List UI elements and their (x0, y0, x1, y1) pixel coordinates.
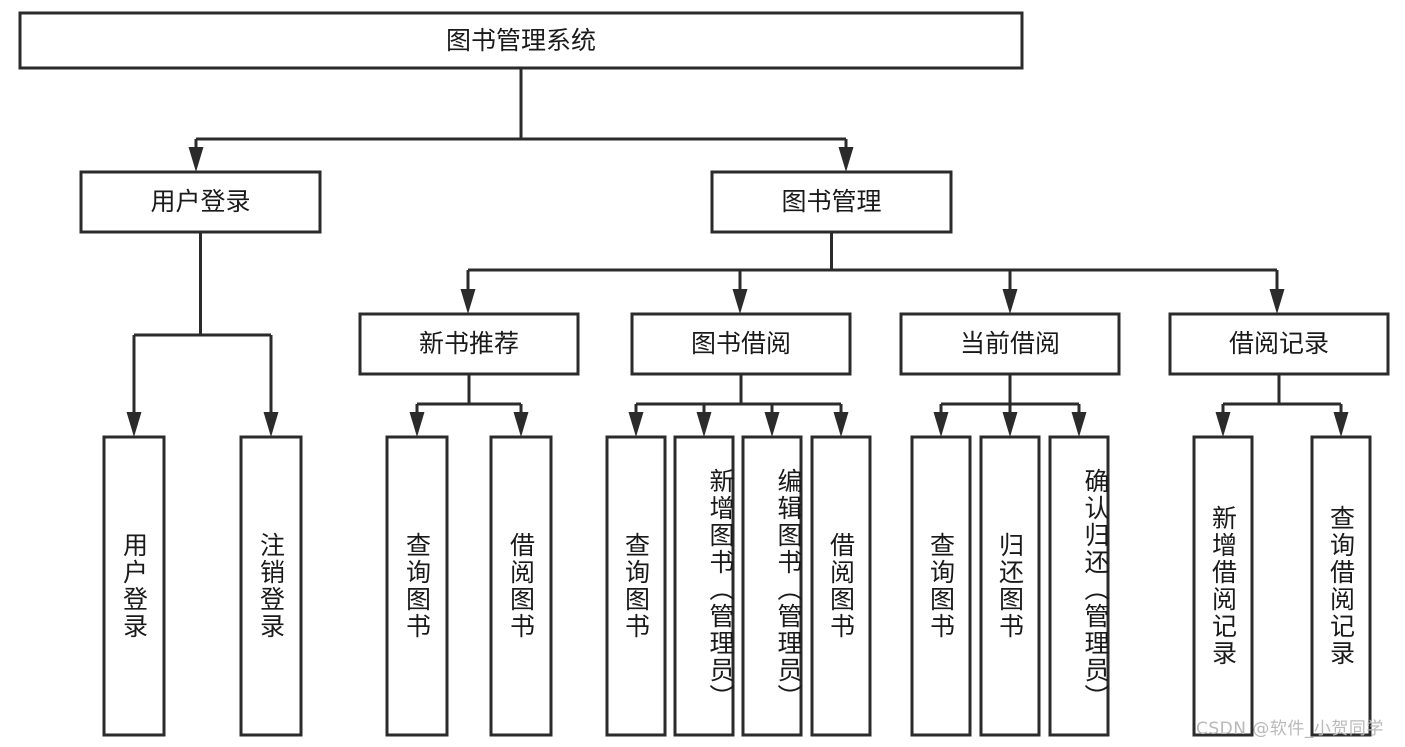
arrowhead-leaf-edit-book (764, 412, 780, 437)
csdn-watermark: CSDN @软件_小贺同学 (1196, 719, 1384, 739)
arrowhead-leaf-borrow-book-2 (833, 412, 849, 437)
arrowhead-leaf-return-book (1002, 412, 1018, 437)
node-user-login[interactable]: 用户登录 (79, 170, 322, 234)
node-leaf-query-book-1-box[interactable] (385, 435, 449, 737)
node-leaf-borrow-book-2-box[interactable] (810, 435, 872, 737)
arrowhead-leaf-user-login (126, 412, 142, 437)
node-borrow-record-label: 借阅记录 (1229, 329, 1329, 358)
arrowhead-leaf-query-book-2 (628, 412, 644, 437)
arrowhead-leaf-query-book-3 (933, 412, 949, 437)
node-leaf-query-book-2-box[interactable] (605, 435, 667, 737)
arrowhead-leaf-query-record (1333, 412, 1349, 437)
node-leaf-return-book-box[interactable] (979, 435, 1041, 737)
arrowhead-current-borrow (1002, 289, 1018, 314)
node-current-borrow-box[interactable] (899, 312, 1121, 376)
node-borrow-record[interactable]: 借阅记录 (1168, 312, 1390, 376)
arrowhead-leaf-logout-login (263, 412, 279, 437)
node-current-borrow[interactable]: 当前借阅 (899, 312, 1121, 376)
node-book-manage-box[interactable] (710, 170, 953, 234)
arrowhead-leaf-borrow-book-1 (513, 412, 529, 437)
arrowhead-book-borrow (732, 289, 748, 314)
node-leaf-user-login-box[interactable] (102, 435, 166, 737)
node-book-borrow[interactable]: 图书借阅 (630, 312, 852, 376)
arrowhead-leaf-add-record (1215, 412, 1231, 437)
node-leaf-confirm-return-box[interactable] (1048, 435, 1110, 737)
arrowhead-book-manage (838, 147, 854, 172)
node-leaf-add-record-box[interactable] (1192, 435, 1254, 737)
node-book-manage-label: 图书管理 (781, 187, 881, 216)
arrowhead-new-book-recommend (460, 289, 476, 314)
node-borrow-record-box[interactable] (1168, 312, 1390, 376)
arrowhead-borrow-record (1269, 289, 1285, 314)
node-leaf-logout-login-box[interactable] (239, 435, 303, 737)
node-root-box[interactable] (18, 11, 1024, 70)
node-book-borrow-box[interactable] (630, 312, 852, 376)
node-root[interactable]: 图书管理系统 (18, 11, 1024, 70)
arrowhead-leaf-query-book-1 (409, 412, 425, 437)
node-user-login-label: 用户登录 (150, 187, 250, 216)
node-leaf-add-book-box[interactable] (673, 435, 735, 737)
node-root-label: 图书管理系统 (446, 26, 596, 55)
node-new-book-recommend-box[interactable] (358, 312, 580, 376)
node-leaf-edit-book-box[interactable] (741, 435, 803, 737)
node-leaf-borrow-book-1-box[interactable] (489, 435, 553, 737)
arrowhead-user-login (188, 147, 204, 172)
arrowhead-leaf-add-book (696, 412, 712, 437)
arrowhead-leaf-confirm-return (1071, 412, 1087, 437)
node-book-manage[interactable]: 图书管理 (710, 170, 953, 234)
node-leaf-query-record-box[interactable] (1310, 435, 1372, 737)
node-new-book-recommend-label: 新书推荐 (419, 329, 519, 358)
node-current-borrow-label: 当前借阅 (960, 329, 1060, 358)
node-leaf-query-book-3-box[interactable] (910, 435, 972, 737)
node-book-borrow-label: 图书借阅 (691, 329, 791, 358)
node-new-book-recommend[interactable]: 新书推荐 (358, 312, 580, 376)
